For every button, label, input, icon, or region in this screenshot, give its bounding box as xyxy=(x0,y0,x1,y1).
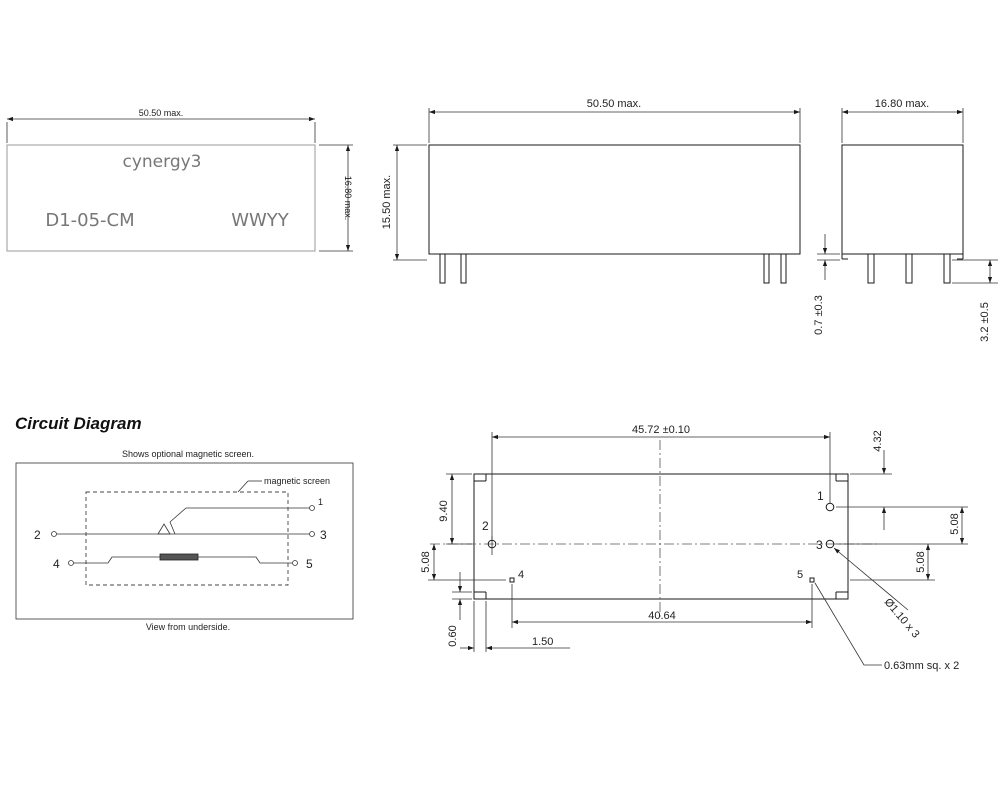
fp-pin-2-label: 2 xyxy=(482,519,489,533)
left-5-08-dimension: 5.08 xyxy=(420,551,432,572)
footprint-outline xyxy=(473,473,849,600)
square-pin-4 xyxy=(509,577,515,583)
top-height-dimension: 16.80 max. xyxy=(343,176,353,221)
square-pin-callout: 0.63mm sq. x 2 xyxy=(884,660,959,672)
date-code-marking: WWYY xyxy=(231,210,290,231)
fp-pin-5-label: 5 xyxy=(797,569,803,581)
right-upper-5-08-dimension: 5.08 xyxy=(949,513,961,534)
top-offset-dimension: 4.32 xyxy=(872,430,884,451)
side-pin xyxy=(763,253,770,284)
circuit-diagram-heading: Circuit Diagram xyxy=(15,414,142,433)
part-number-marking: D1-05-CM xyxy=(45,210,134,231)
pin-1-terminal xyxy=(309,505,315,511)
coil xyxy=(159,553,199,561)
reed-contact-arrow xyxy=(157,523,171,535)
magnetic-screen-outline xyxy=(85,491,289,586)
side-width-dimension: 50.50 max. xyxy=(587,98,641,110)
top-width-dimension: 50.50 max. xyxy=(139,108,184,118)
lower-pitch-dimension: 40.64 xyxy=(648,610,676,622)
hole-pin-2 xyxy=(487,539,497,549)
side-pin xyxy=(780,253,787,284)
pin-4-terminal xyxy=(68,560,74,566)
square-pin-5 xyxy=(809,577,815,583)
pin-5-label: 5 xyxy=(306,557,313,571)
hole-pin-1 xyxy=(825,502,835,512)
pin-3-label: 3 xyxy=(320,528,327,542)
top-view-outline xyxy=(6,144,316,252)
end-view: 16.80 max. 0.7 ±0.3 3.2 ±0.5 xyxy=(813,98,998,342)
side-pin xyxy=(460,253,467,284)
side-view-body xyxy=(428,144,801,255)
brand-marking: cynergy3 xyxy=(123,152,202,172)
fp-pin-4-label: 4 xyxy=(518,569,524,581)
end-view-body xyxy=(841,144,964,255)
left-9-40-dimension: 9.40 xyxy=(438,500,450,521)
dim-0-60: 0.60 xyxy=(447,625,459,646)
pin-3-terminal xyxy=(309,531,315,537)
circuit-top-caption: Shows optional magnetic screen. xyxy=(122,449,254,459)
circuit-diagram: Circuit Diagram Shows optional magnetic … xyxy=(15,414,354,632)
magnetic-screen-label: magnetic screen xyxy=(264,476,330,486)
pin-length-dimension: 3.2 ±0.5 xyxy=(979,302,991,342)
side-height-dimension: 15.50 max. xyxy=(381,175,393,229)
standoff-dimension: 0.7 ±0.3 xyxy=(813,295,825,335)
pin-2-terminal xyxy=(51,531,57,537)
side-view: 50.50 max. 15.50 max. xyxy=(381,98,801,284)
pin-4-label: 4 xyxy=(53,557,60,571)
right-lower-5-08-dimension: 5.08 xyxy=(915,551,927,572)
fp-pin-3-label: 3 xyxy=(816,538,823,552)
reed-contact xyxy=(169,507,187,523)
end-width-dimension: 16.80 max. xyxy=(875,98,929,110)
top-view: 50.50 max. 16.80 max. cynergy3 D1-05-CM … xyxy=(6,108,353,252)
pin-1-label: 1 xyxy=(318,497,323,507)
hole-callout: Ø1.10 x 3 xyxy=(882,596,922,640)
end-pin xyxy=(943,253,951,284)
overall-pitch-dimension: 45.72 ±0.10 xyxy=(632,424,690,436)
end-pin xyxy=(867,253,875,284)
side-pin xyxy=(439,253,446,284)
circuit-bottom-caption: View from underside. xyxy=(146,622,230,632)
dim-1-50: 1.50 xyxy=(532,636,553,648)
end-pin xyxy=(905,253,913,284)
circuit-frame xyxy=(15,462,354,620)
pin-5-terminal xyxy=(292,560,298,566)
pin-2-label: 2 xyxy=(34,528,41,542)
fp-pin-1-label: 1 xyxy=(817,489,824,503)
pcb-footprint: 1 2 3 4 5 45.72 ±0.10 4.32 5.08 5.08 9.4… xyxy=(420,424,968,672)
hole-pin-3 xyxy=(825,539,835,549)
